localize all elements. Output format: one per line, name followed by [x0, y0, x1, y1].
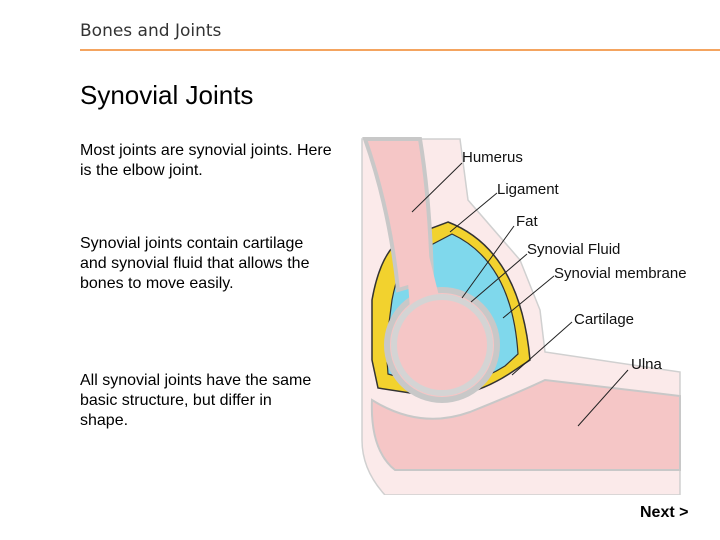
label-fat: Fat	[516, 213, 538, 230]
label-ligament: Ligament	[497, 181, 559, 198]
ulna-bone	[370, 378, 681, 471]
label-synovial-membrane: Synovial membrane	[554, 265, 687, 282]
next-button[interactable]: Next >	[640, 504, 689, 521]
label-cartilage: Cartilage	[574, 311, 635, 328]
slide-title: Synovial Joints	[80, 80, 254, 110]
label-synovial-fluid: Synovial Fluid	[527, 241, 621, 258]
label-humerus: Humerus	[462, 149, 523, 166]
paragraph-intro: Most joints are synovial joints. Here is…	[80, 142, 332, 179]
elbow-joint-diagram	[361, 137, 681, 495]
label-leader-lines	[411, 162, 629, 427]
paragraph-structure: All synovial joints have the same basic …	[80, 372, 312, 429]
humerus-head	[384, 287, 500, 403]
label-ulna: Ulna	[631, 356, 662, 373]
header-divider	[80, 49, 720, 51]
paragraph-function: Synovial joints contain cartilage and sy…	[80, 235, 310, 292]
articular-cartilage	[391, 294, 493, 396]
section-title: Bones and Joints	[80, 21, 222, 41]
